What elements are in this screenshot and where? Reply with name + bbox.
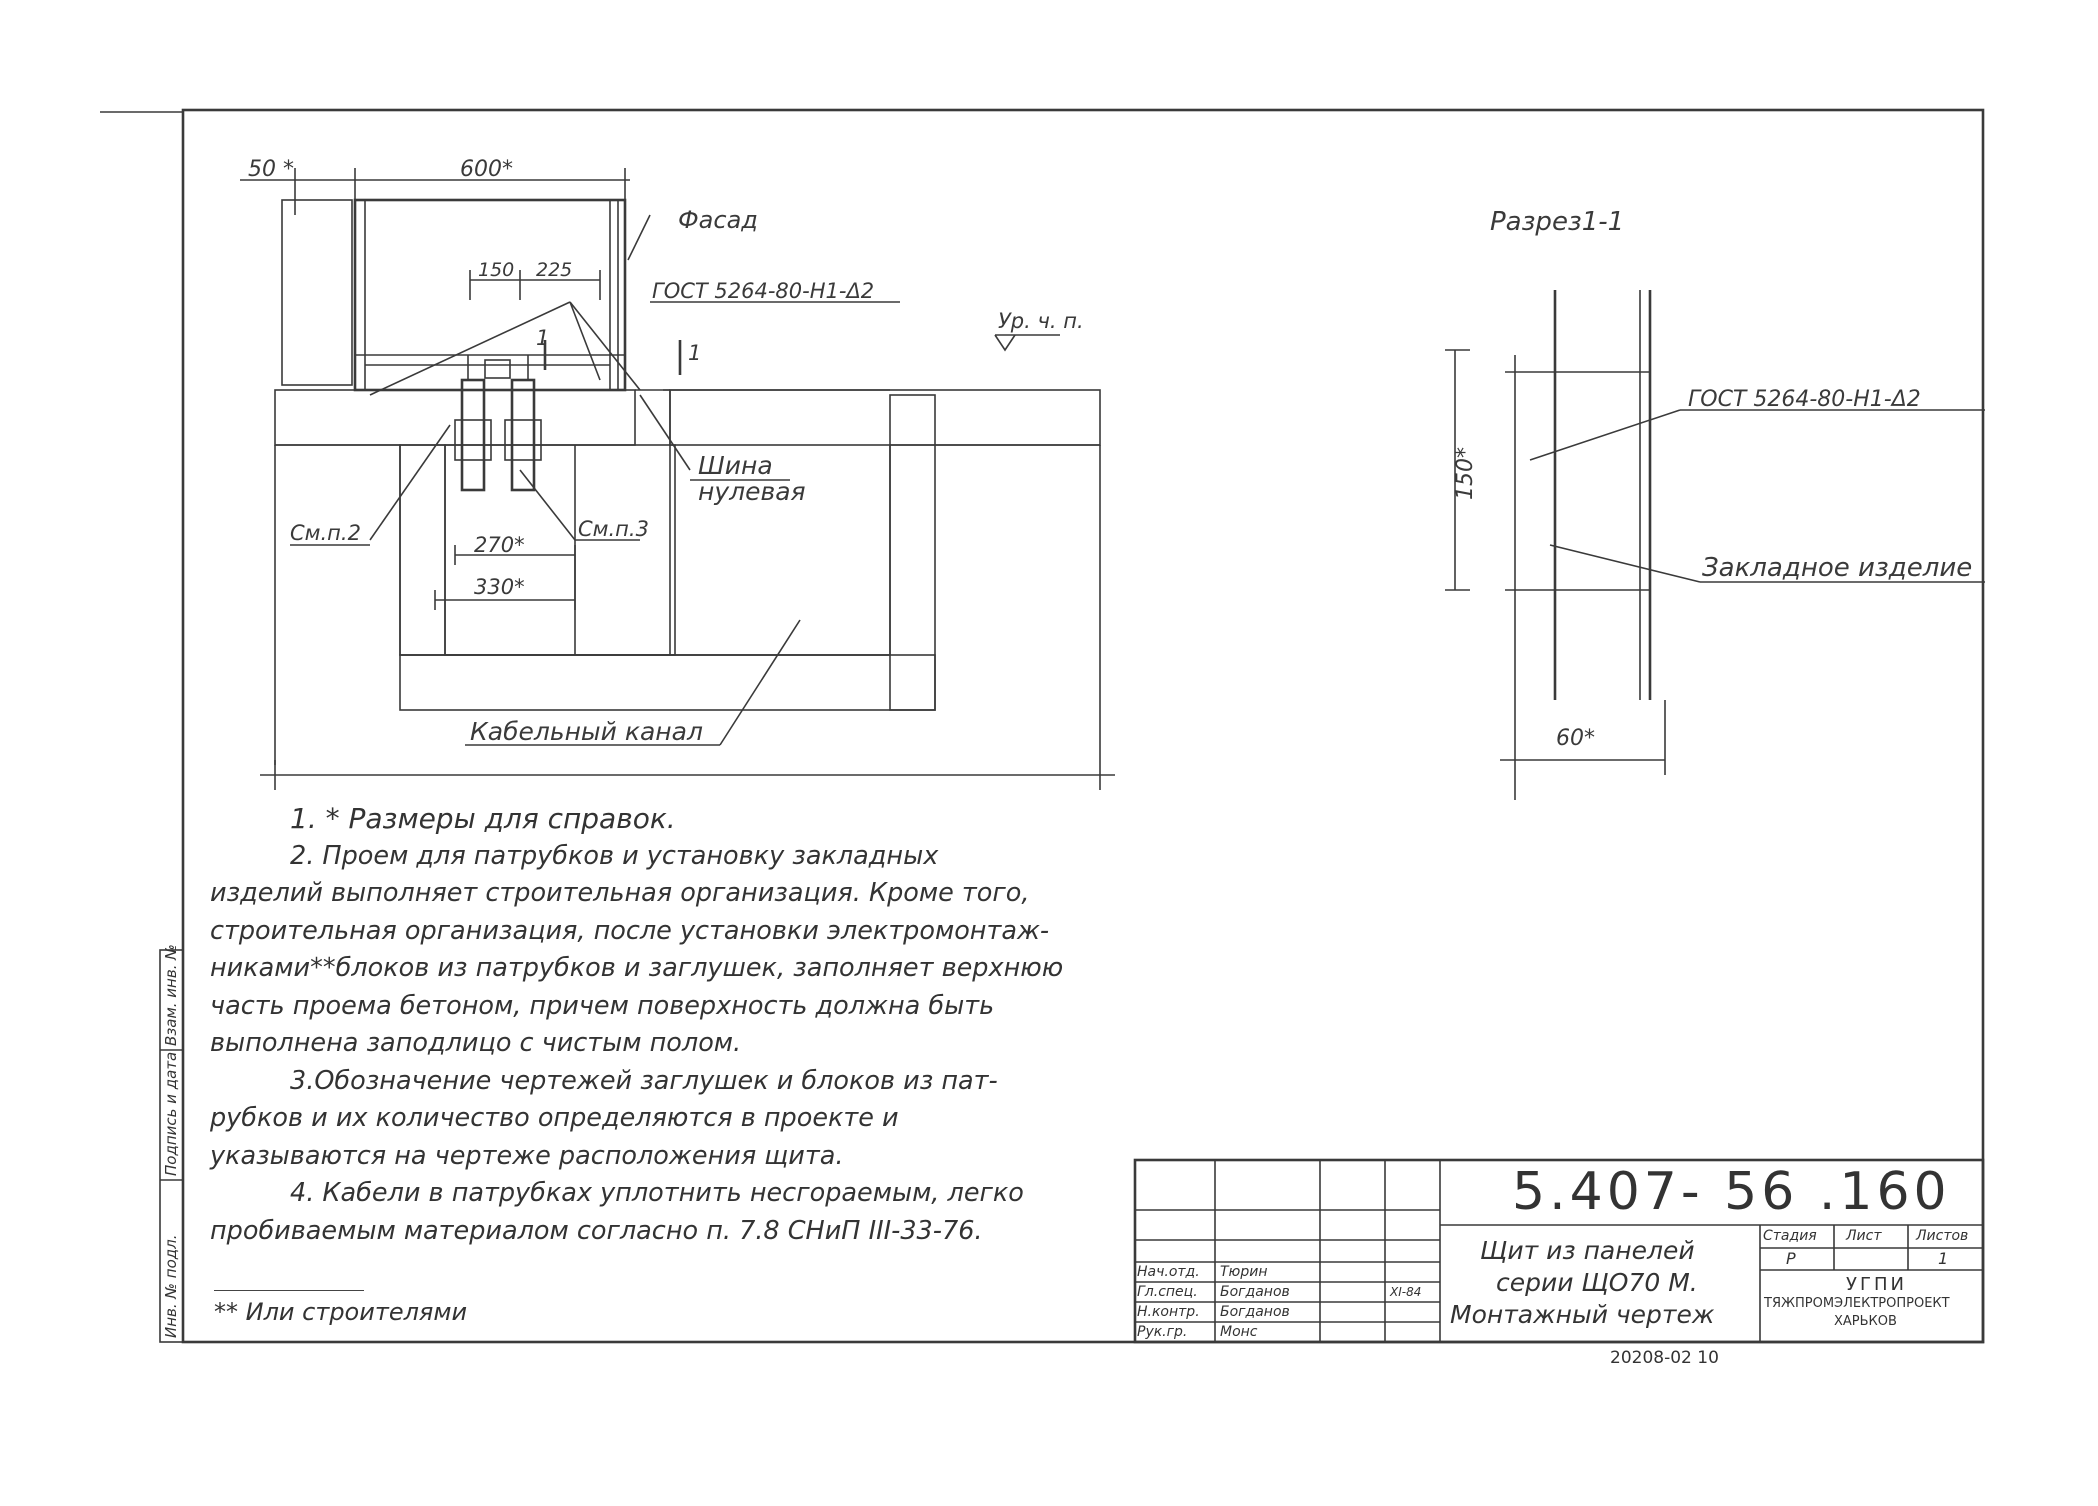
note-line: пробиваемым материалом согласно п. 7.8 С… [210, 1215, 983, 1246]
section-1-1-drawing [1445, 290, 1985, 800]
side-vzam: Взам. инв. № [162, 944, 180, 1046]
note-line: строительная организация, после установк… [210, 915, 1050, 946]
name-4: Монс [1220, 1324, 1258, 1340]
role-1: Нач.отд. [1137, 1264, 1200, 1280]
section-title: Разрез1-1 [1490, 207, 1624, 237]
bus-label-line2: нулевая [698, 477, 806, 506]
note-line: 3.Обозначение чертежей заглушек и блоков… [290, 1065, 998, 1096]
note-line: изделий выполняет строительная организац… [210, 878, 1030, 908]
cable-channel-label: Кабельный канал [470, 717, 703, 746]
role-3: Н.контр. [1137, 1304, 1200, 1320]
title-block [1133, 1158, 1985, 1344]
dim-150: 150 [478, 259, 514, 281]
sheets-header: Листов [1916, 1228, 1969, 1244]
footnote-rule [214, 1290, 364, 1291]
role-2: Гл.спец. [1137, 1284, 1198, 1300]
side-stamp [159, 949, 184, 1343]
gost-left-label: ГОСТ 5264-80-Н1-Δ2 [652, 279, 874, 303]
section-mark-left: 1 [536, 326, 549, 350]
dim-600: 600* [460, 157, 513, 182]
org-line-1: УГПИ [1846, 1274, 1907, 1295]
sheets-value: 1 [1938, 1249, 1949, 1268]
floor-level-label: Ур. ч. п. [998, 309, 1084, 333]
section-mark-right: 1 [688, 341, 701, 365]
org-line-2: ТЯЖПРОМЭЛЕКТРОПРОЕКТ [1764, 1296, 1950, 1311]
name-1: Тюрин [1220, 1264, 1268, 1280]
note-line: 2. Проем для патрубков и установку закла… [290, 840, 939, 871]
archive-number: 20208-02 10 [1610, 1348, 1719, 1368]
title-line-3: Монтажный чертеж [1450, 1300, 1715, 1329]
embedded-part-label: Закладное изделие [1702, 553, 1972, 583]
dim-60: 60* [1556, 726, 1595, 751]
note-line: указываются на чертеже расположения щита… [210, 1140, 844, 1171]
see-p3-label: См.п.3 [578, 517, 649, 541]
side-inv-podl: Инв. № подл. [162, 1234, 180, 1338]
sheet-frame [100, 108, 1985, 1344]
note-line: 4. Кабели в патрубках уплотнить несгорае… [290, 1178, 1024, 1208]
note-line: никами**блоков из патрубков и заглушек, … [210, 953, 1064, 983]
note-line: выполнена заподлицо с чистым полом. [210, 1028, 742, 1058]
dim-270: 270* [474, 533, 525, 557]
gost-right-label: ГОСТ 5264-80-Н1-Δ2 [1688, 387, 1921, 412]
stage-value: Р [1786, 1249, 1796, 1268]
see-p2-label: См.п.2 [290, 521, 361, 545]
dim-225: 225 [536, 259, 572, 281]
drawing-code: 5.407- 56 .160 [1512, 1162, 1951, 1222]
bus-label-line1: Шина [698, 451, 773, 480]
sheet-header: Лист [1846, 1228, 1882, 1244]
note-line: рубков и их количество определяются в пр… [210, 1103, 899, 1133]
name-3: Богданов [1220, 1304, 1290, 1320]
note-line: часть проема бетоном, причем поверхность… [210, 990, 995, 1021]
facade-drawing [240, 168, 1115, 790]
org-line-3: ХАРЬКОВ [1834, 1314, 1897, 1329]
stage-header: Стадия [1763, 1228, 1817, 1244]
title-line-2: серии ЩО70 М. [1496, 1268, 1698, 1297]
note-line: 1. * Размеры для справок. [290, 802, 676, 835]
role-4: Рук.гр. [1137, 1324, 1188, 1340]
notes-block: 1. * Размеры для справок. 2. Проем для п… [210, 800, 1110, 1250]
dim-150-vertical: 150* [1453, 447, 1478, 500]
date-2: XI-84 [1390, 1285, 1422, 1299]
dim-50: 50 * [248, 157, 294, 182]
side-podpis: Подпись и дата [162, 1051, 180, 1176]
footnote: ** Или строителями [214, 1298, 468, 1326]
name-2: Богданов [1220, 1284, 1290, 1300]
dim-330: 330* [474, 575, 525, 599]
title-line-1: Щит из панелей [1480, 1236, 1695, 1265]
facade-label: Фасад [678, 206, 758, 234]
drawing-labels: 50 * 600* Фасад 150 225 ГОСТ 5264-80-Н1-… [248, 157, 1972, 751]
